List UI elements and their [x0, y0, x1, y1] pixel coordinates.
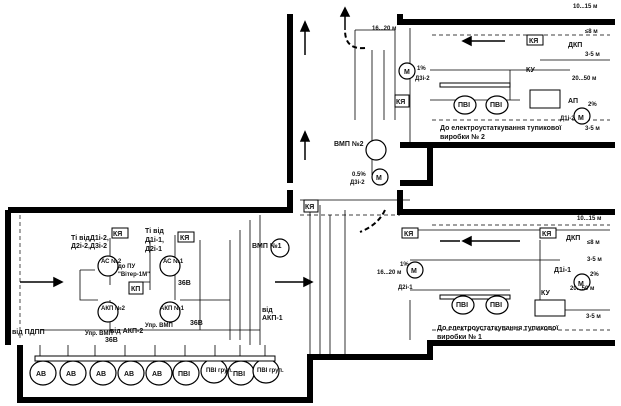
to-elec-2-line1: До електроустаткування тупикової — [440, 125, 562, 132]
kya-label-mid: КЯ — [305, 204, 314, 211]
vmp2-label-a: ВМП №2 — [334, 140, 364, 148]
dist-8-lower: ≤8 м — [587, 240, 600, 246]
dist-20-50-lower: 20...50 м — [570, 286, 595, 292]
dist-10-15-lower: 10...15 м — [577, 216, 602, 222]
av-1: АВ — [36, 371, 46, 378]
pct-2-lower: 2% — [590, 272, 599, 278]
do-pu: до ПУ — [118, 264, 135, 270]
kya-label-far-right: КЯ — [542, 231, 551, 238]
vmp1-label: ВМП №1 — [252, 242, 282, 250]
upr-vmp-1: Упр. ВМП — [85, 331, 113, 337]
vid-pdpp: від ПДПП — [12, 328, 45, 336]
motor-m-top: М — [404, 69, 410, 76]
ti-vid-1-a: Ті від — [145, 227, 164, 235]
motor-m-mid: М — [376, 175, 382, 182]
pct-1-lower: 1% — [400, 262, 409, 268]
vid-akp1-b: АКП-1 — [262, 315, 283, 322]
ku-label-top: КУ — [526, 67, 535, 74]
to-elec-1-line1: До електроустаткування тупикової — [437, 325, 559, 332]
equipment-boxes — [111, 34, 566, 317]
ku-label-lower: КУ — [541, 290, 550, 297]
dist-16-20-lower: 16...20 м — [377, 270, 402, 276]
pvi-grup-1: ПВІ груп. — [206, 368, 233, 374]
cable-routes — [39, 28, 610, 360]
ti-vid-1-c: Д2і-1 — [145, 245, 162, 253]
dkp-label-lower: ДКП — [566, 235, 580, 242]
air-flow-arrows — [20, 6, 520, 288]
mine-walls — [5, 14, 615, 403]
av-3: АВ — [96, 371, 106, 378]
vid-akp1-a: від — [262, 306, 273, 314]
dist-16-20-top: 16...20 м — [372, 26, 397, 32]
switch-bar — [34, 355, 276, 362]
ti-vid-top-b: Д2і-2,Д3і-2 — [71, 242, 107, 250]
pct-05: 0.5% — [352, 172, 366, 178]
to-elec-1-line2: виробки № 1 — [437, 333, 482, 341]
d2i1-label: Д2і-1 — [398, 285, 413, 291]
motor-circles — [29, 62, 591, 386]
d3i2-label: Д3і-2 — [415, 76, 430, 82]
pvi-top-2: ПВІ — [490, 102, 502, 109]
motor-m-right-lower: М — [578, 281, 584, 288]
ti-vid-top-a: Ті відД1і-2, — [71, 234, 109, 242]
kya-label-upper: КЯ — [396, 99, 405, 106]
kya-label-center: КЯ — [180, 235, 189, 242]
av-5: АВ — [152, 371, 162, 378]
kya-label-lower-right: КЯ — [404, 231, 413, 238]
akp2-label: АКП №2 — [101, 305, 126, 312]
dist-3-5-top-b: 3-5 м — [585, 126, 600, 132]
motor-m-right-top: М — [578, 115, 584, 122]
motor-m-lower: М — [411, 268, 417, 275]
air-flow-dashed — [344, 29, 386, 233]
kp-label: КП — [131, 286, 140, 293]
pvi-bottom-1: ПВІ — [178, 371, 190, 378]
v36-3: 36В — [105, 337, 118, 344]
as1-label: АС №1 — [163, 258, 184, 265]
pvi-top-1: ПВІ — [458, 102, 470, 109]
vid-akp2: від АКП-2 — [110, 327, 143, 335]
d3i2-lower: Д3і-2 — [350, 180, 365, 186]
vitr: "Вітер-1М" — [118, 272, 150, 278]
pct-2-top: 2% — [588, 102, 597, 108]
pvi-grup-2: ПВІ груп. — [257, 368, 284, 374]
dist-3-5-lower-a: 3-5 м — [587, 257, 602, 263]
dist-3-5-lower-b: 3-5 м — [586, 314, 601, 320]
v36-1: 36В — [178, 280, 191, 287]
d1i1-label-right: Д1і-1 — [554, 266, 571, 274]
upr-vmp-2: Упр. ВМП — [145, 323, 173, 329]
av-2: АВ — [66, 371, 76, 378]
d1i2-label: Д1і-2 — [560, 116, 575, 122]
pvi-lower-2: ПВІ — [490, 302, 502, 309]
dist-3-5-top-a: 3-5 м — [585, 52, 600, 58]
dist-8-top: ≤8 м — [585, 29, 598, 35]
ap-label-top: АП — [568, 98, 578, 105]
pvi-bottom-2: ПВІ — [233, 371, 245, 378]
as2-label: АС №2 — [101, 258, 122, 265]
pvi-lower-1: ПВІ — [456, 302, 468, 309]
dist-10-15-top: 10...15 м — [573, 4, 598, 10]
dkp-label-top: ДКП — [568, 42, 582, 49]
ti-vid-1-b: Д1і-1, — [145, 236, 164, 244]
akp1-label: АКП №1 — [160, 305, 185, 312]
av-4: АВ — [124, 371, 134, 378]
measure-lines — [19, 34, 610, 340]
kya-label-left: КЯ — [113, 231, 122, 238]
to-elec-2-line2: виробки № 2 — [440, 133, 485, 141]
kya-label-top: КЯ — [529, 38, 538, 45]
diagram-labels: КЯ ДКП 10...15 м ≤8 м 3-5 м 16...20 м М … — [12, 4, 602, 378]
v36-2: 36В — [190, 320, 203, 327]
dist-20-50-top: 20...50 м — [572, 76, 597, 82]
pct-1-top: 1% — [417, 66, 426, 72]
